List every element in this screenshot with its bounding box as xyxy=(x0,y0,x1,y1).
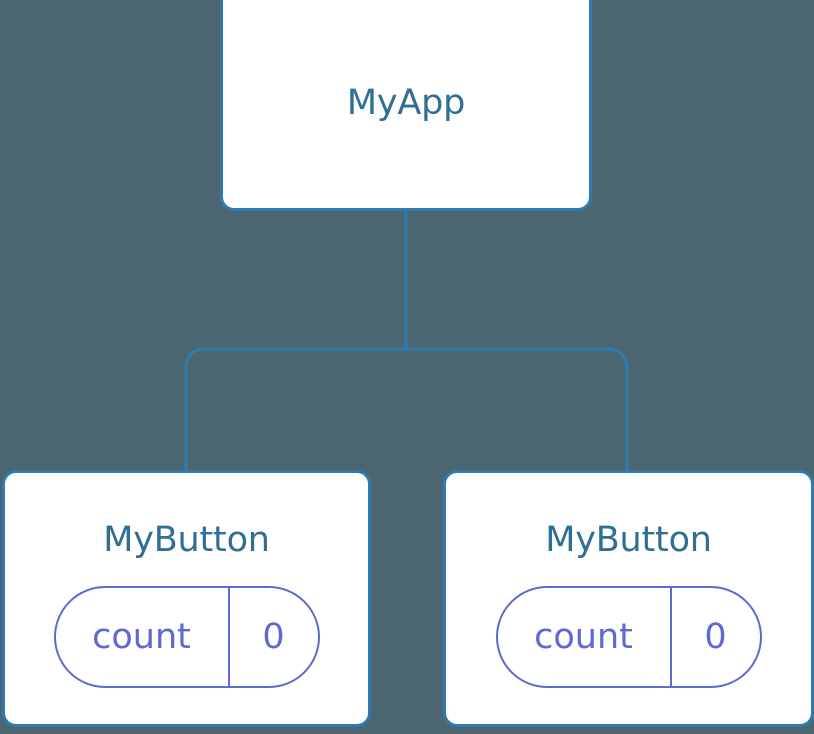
state-value-cell: 0 xyxy=(230,588,318,686)
connector-branch-right xyxy=(406,347,629,470)
node-title: MyApp xyxy=(346,83,466,123)
state-pill[interactable]: count 0 xyxy=(53,586,320,688)
state-value-label: 0 xyxy=(262,616,285,657)
state-value-cell: 0 xyxy=(672,588,760,686)
state-value-label: 0 xyxy=(704,616,727,657)
node-title: MyButton xyxy=(103,520,270,560)
node-title: MyButton xyxy=(545,520,712,560)
connector-branch-left xyxy=(184,347,406,470)
state-key-cell: count xyxy=(498,588,672,686)
state-key-cell: count xyxy=(56,588,230,686)
state-key-label: count xyxy=(92,616,191,657)
tree-node-root[interactable]: MyApp xyxy=(220,0,592,211)
tree-node-child[interactable]: MyButton count 0 xyxy=(443,470,814,727)
state-pill[interactable]: count 0 xyxy=(495,586,762,688)
tree-node-child[interactable]: MyButton count 0 xyxy=(2,470,371,727)
state-key-label: count xyxy=(534,616,633,657)
